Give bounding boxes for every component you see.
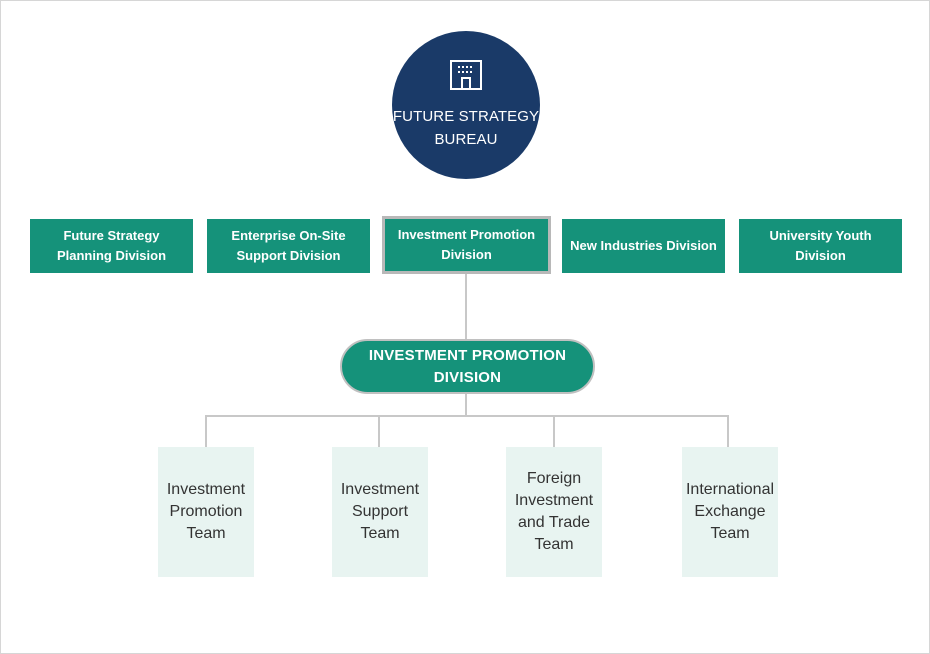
team-label: Investment Promotion Team bbox=[166, 481, 246, 542]
team-label: International Exchange Team bbox=[685, 481, 775, 542]
selected-division-node: INVESTMENT PROMOTION DIVISION bbox=[340, 339, 595, 394]
connector-team-bus bbox=[205, 415, 729, 417]
team-label: Foreign Investment and Trade Team bbox=[514, 470, 594, 553]
division-enterprise-onsite-support[interactable]: Enterprise On-Site Support Division bbox=[207, 219, 370, 273]
team-investment-promotion[interactable]: Investment Promotion Team bbox=[158, 447, 254, 577]
division-label: New Industries Division bbox=[570, 238, 717, 253]
bureau-node: FUTURE STRATEGY BUREAU bbox=[392, 31, 540, 179]
connector-division-to-detail bbox=[465, 274, 467, 339]
selected-division-title: INVESTMENT PROMOTION DIVISION bbox=[368, 346, 567, 386]
connector-pill-to-bus bbox=[465, 394, 467, 416]
bureau-title: FUTURE STRATEGY BUREAU bbox=[392, 108, 540, 148]
building-icon bbox=[450, 60, 482, 90]
connector-team-4 bbox=[727, 415, 729, 447]
team-investment-support[interactable]: Investment Support Team bbox=[332, 447, 428, 577]
division-label: Enterprise On-Site Support Division bbox=[231, 228, 346, 263]
connector-team-1 bbox=[205, 415, 207, 447]
division-label: Investment Promotion Division bbox=[397, 227, 536, 262]
division-future-strategy-planning[interactable]: Future Strategy Planning Division bbox=[30, 219, 193, 273]
division-label: University Youth Division bbox=[769, 228, 872, 263]
connector-team-3 bbox=[553, 415, 555, 447]
division-new-industries[interactable]: New Industries Division bbox=[562, 219, 725, 273]
division-label: Future Strategy Planning Division bbox=[56, 228, 167, 263]
division-university-youth[interactable]: University Youth Division bbox=[739, 219, 902, 273]
team-label: Investment Support Team bbox=[340, 481, 420, 542]
team-foreign-investment-trade[interactable]: Foreign Investment and Trade Team bbox=[506, 447, 602, 577]
team-international-exchange[interactable]: International Exchange Team bbox=[682, 447, 778, 577]
connector-team-2 bbox=[378, 415, 380, 447]
division-investment-promotion[interactable]: Investment Promotion Division bbox=[382, 216, 551, 274]
